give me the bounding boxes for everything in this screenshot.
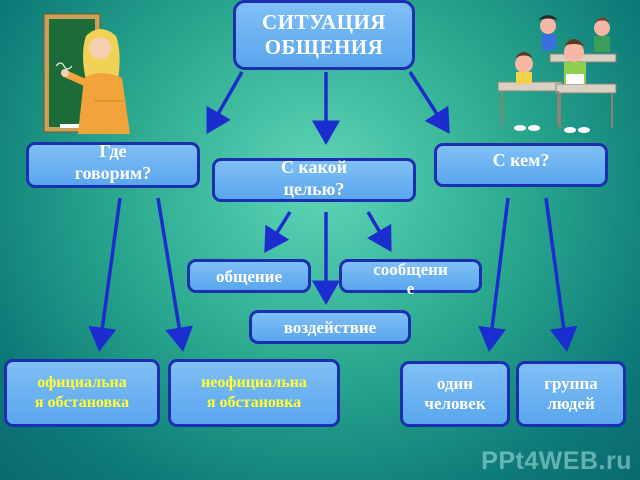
root-line-2: ОБЩЕНИЯ: [264, 35, 384, 59]
people-one-person-node: один человек: [400, 361, 510, 427]
question-where-line-2: говорим?: [74, 163, 152, 183]
purpose-communication-label: общение: [215, 266, 283, 286]
question-whom-node: С кем?: [434, 143, 608, 187]
place-unofficial-line-1: неофициальна: [201, 374, 307, 391]
question-purpose-node: С какой целью?: [212, 157, 416, 202]
people-one-line-1: один: [436, 374, 474, 393]
arrow-whom-to-group: [544, 197, 578, 352]
arrow-purpose-to-communication: [264, 211, 292, 253]
root-node-communication-situation: СИТУАЦИЯ ОБЩЕНИЯ: [233, 0, 415, 70]
question-where-line-1: Где: [99, 141, 127, 161]
arrow-where-to-official: [88, 197, 122, 352]
question-purpose-line-1: С какой: [280, 157, 348, 177]
people-one-line-2: человек: [424, 394, 486, 413]
root-line-1: СИТУАЦИЯ: [262, 10, 386, 34]
people-group-node: группа людей: [516, 361, 626, 427]
purpose-message-node: сообщени е: [339, 259, 482, 298]
place-official-node: официальна я обстановка: [4, 359, 160, 427]
arrow-where-to-unofficial: [156, 197, 193, 352]
purpose-influence-label: воздействие: [283, 317, 377, 337]
arrow-purpose-to-message: [366, 211, 392, 253]
arrow-root-to-whom: [408, 71, 450, 134]
arrow-whom-to-one: [478, 197, 510, 352]
pupils-at-desks-illustration: [497, 15, 617, 133]
site-watermark: PPt4WEB.ru: [481, 447, 632, 475]
question-where-node: Где говорим?: [26, 141, 200, 188]
people-group-line-2: людей: [547, 394, 595, 413]
place-unofficial-node: неофициальна я обстановка: [168, 359, 340, 427]
question-whom-label: С кем?: [492, 150, 550, 170]
purpose-message-line-2: е: [406, 279, 415, 298]
place-official-line-1: официальна: [37, 374, 127, 391]
question-purpose-line-2: целью?: [283, 179, 345, 199]
teacher-at-blackboard-illustration: [43, 13, 130, 134]
place-unofficial-line-2: я обстановка: [206, 394, 302, 411]
purpose-message-line-1: сообщени: [373, 260, 448, 279]
place-official-line-2: я обстановка: [34, 394, 130, 411]
purpose-communication-node: общение: [187, 259, 311, 293]
arrow-root-to-where: [206, 71, 244, 135]
purpose-influence-node: воздействие: [249, 310, 411, 344]
people-group-line-1: группа: [544, 374, 598, 393]
